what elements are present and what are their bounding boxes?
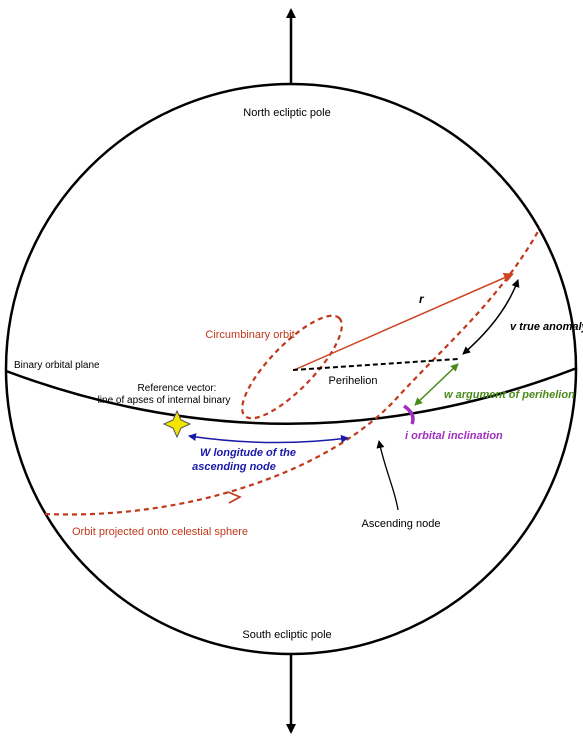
reference-vector-label-line1: Reference vector: (138, 383, 217, 394)
inclination-label: i orbital inclination (405, 430, 503, 442)
binary-orbital-plane (5, 366, 578, 425)
radius-vector (293, 273, 514, 371)
north-pole-label: North ecliptic pole (243, 107, 330, 119)
true-anomaly-label: v true anomaly (510, 321, 583, 333)
reference-vector-label-line2: line of apses of internal binary (98, 395, 231, 406)
projected-orbit (44, 227, 541, 516)
longitude-ascending-node-label-line2: ascending node (192, 461, 276, 473)
perihelion-line (292, 358, 459, 371)
projected-orbit-direction-chevron (227, 491, 242, 504)
longitude-ascending-node-arrow (188, 433, 349, 444)
circumbinary-orbit-label: Circumbinary orbit (205, 329, 294, 341)
reference-star-icon (162, 409, 192, 439)
argument-of-perihelion-label: w argument of perihelion (444, 389, 575, 401)
perihelion-label: Perihelion (329, 375, 378, 387)
radius-vector-label: r (419, 292, 425, 306)
longitude-ascending-node-label-line1: W longitude of the (200, 447, 296, 459)
true-anomaly-arrow (462, 279, 520, 355)
ascending-node-label: Ascending node (362, 518, 441, 530)
ascending-node-arrow (376, 440, 399, 511)
binary-plane-label: Binary orbital plane (14, 360, 100, 371)
argument-of-perihelion-arrow (414, 363, 459, 406)
inclination-arc (402, 404, 415, 425)
south-pole-label: South ecliptic pole (242, 629, 331, 641)
circumbinary-orbit (241, 314, 343, 420)
projected-orbit-label: Orbit projected onto celestial sphere (72, 526, 248, 538)
